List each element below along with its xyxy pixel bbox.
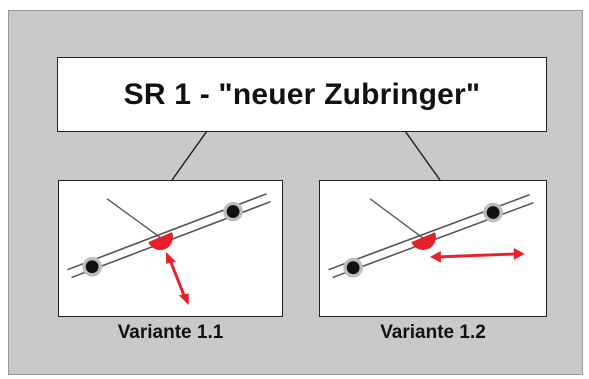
shift-arrow (430, 248, 525, 263)
shift-arrow (166, 251, 189, 306)
variant-2-label: Variante 1.2 (380, 322, 486, 343)
variant-1-label: Variante 1.1 (117, 322, 224, 343)
node-left (343, 257, 364, 278)
node-right (223, 201, 243, 222)
variant-2-box (319, 180, 547, 317)
node-left (82, 256, 103, 277)
variant-1-box (58, 180, 283, 317)
feeder-line (106, 198, 162, 239)
feeder-line (369, 198, 424, 239)
variant-1-graphic (67, 193, 271, 306)
title-box: SR 1 - "neuer Zubringer" (57, 57, 547, 132)
diagram-title: SR 1 - "neuer Zubringer" (123, 77, 481, 111)
variant-2-graphic (328, 194, 534, 279)
node-right (483, 202, 503, 223)
junction-marker-fill (148, 232, 173, 250)
junction-marker (411, 232, 436, 250)
